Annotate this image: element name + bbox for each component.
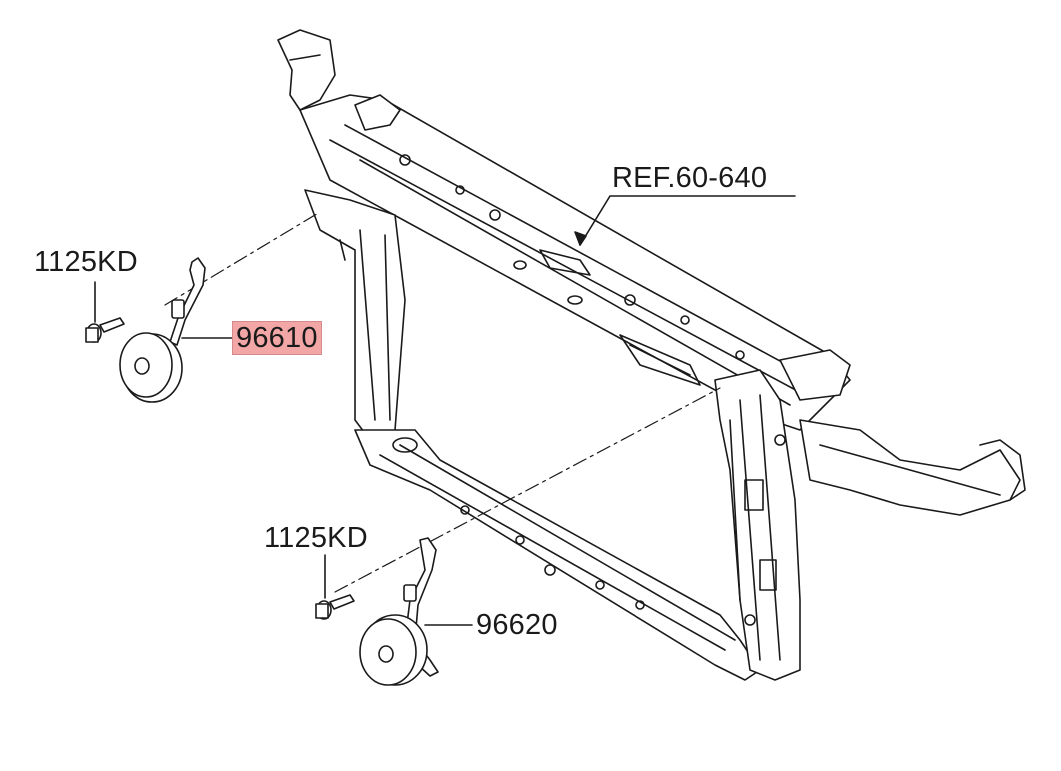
horn-high-assembly (85, 257, 206, 403)
bolt-lower-label: 1125KD (264, 522, 368, 554)
horn-high-part-number[interactable]: 96610 (232, 321, 322, 355)
horn-low-label: 96620 (476, 609, 558, 641)
assembly-center-lines (164, 211, 721, 593)
front-end-module-carrier (277, 29, 1026, 681)
horn-high-label[interactable]: 96610 (232, 321, 322, 355)
bolt-upper-label: 1125KD (34, 246, 138, 278)
ref-label: REF.60-640 (612, 162, 768, 194)
leader-lines (94, 195, 796, 626)
horn-low-assembly (315, 537, 439, 686)
